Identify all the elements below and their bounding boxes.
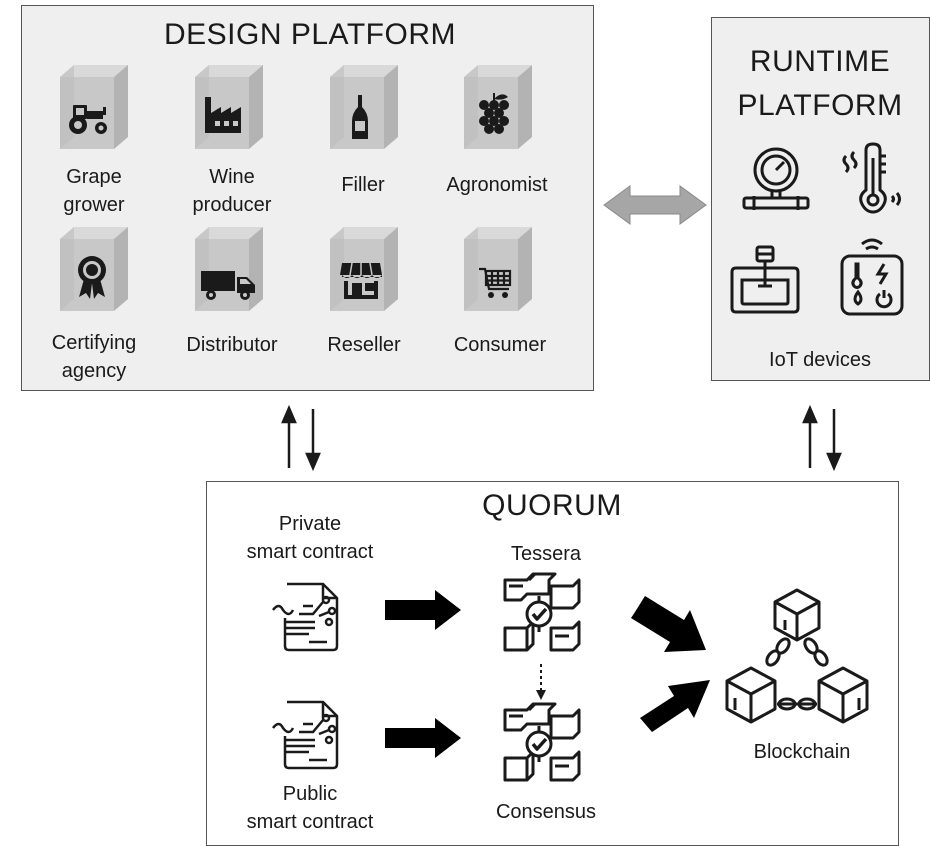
bottle-icon — [352, 95, 368, 139]
consensus-to-blockchain-arrow — [640, 680, 710, 732]
private-to-tessera-arrow — [385, 590, 461, 630]
design-platform-title: DESIGN PLATFORM — [164, 18, 456, 51]
actor-distributor[interactable] — [193, 225, 265, 315]
thermometer-icon[interactable] — [840, 142, 906, 214]
factory-icon — [205, 97, 241, 133]
smart-sensor-icon[interactable] — [836, 234, 908, 316]
grapes-icon — [479, 93, 509, 134]
public-smart-contract-icon[interactable] — [269, 694, 349, 774]
tractor-icon — [69, 105, 107, 134]
bidirectional-arrow — [603, 185, 707, 225]
pressure-gauge-icon[interactable] — [740, 146, 812, 212]
actor-label-distributor: Distributor — [186, 334, 278, 356]
tessera-to-blockchain-arrow — [631, 596, 706, 652]
actor-filler[interactable] — [328, 63, 400, 153]
consensus-label: Consensus — [495, 801, 597, 823]
truck-icon — [201, 271, 255, 300]
tessera-to-consensus-dotted-arrow — [536, 664, 546, 700]
shopping-cart-icon — [479, 267, 512, 298]
actor-label-reseller: Reseller — [327, 334, 401, 356]
runtime-quorum-arrows — [802, 404, 842, 472]
actor-grape-grower[interactable] — [58, 63, 130, 153]
iot-devices-caption: IoT devices — [769, 349, 871, 371]
actor-label-consumer: Consumer — [453, 334, 547, 356]
actor-agronomist[interactable] — [462, 63, 534, 153]
blockchain-label: Blockchain — [753, 741, 851, 763]
actor-label-agronomist: Agronomist — [446, 174, 548, 196]
actor-reseller[interactable] — [328, 225, 400, 315]
level-sensor-icon[interactable] — [730, 244, 800, 314]
store-icon — [340, 262, 382, 299]
public-to-consensus-arrow — [385, 718, 461, 758]
private-smart-contract-icon[interactable] — [269, 576, 349, 656]
quorum-title: QUORUM — [482, 489, 622, 522]
design-quorum-arrows — [281, 404, 321, 472]
award-ribbon-icon — [78, 256, 106, 299]
actor-label-filler: Filler — [341, 174, 385, 196]
actor-wine-producer[interactable] — [193, 63, 265, 153]
actor-consumer[interactable] — [462, 225, 534, 315]
actor-certifying-agency[interactable] — [58, 225, 130, 315]
blockchain-icon[interactable] — [723, 586, 871, 734]
tessera-label: Tessera — [510, 543, 582, 565]
